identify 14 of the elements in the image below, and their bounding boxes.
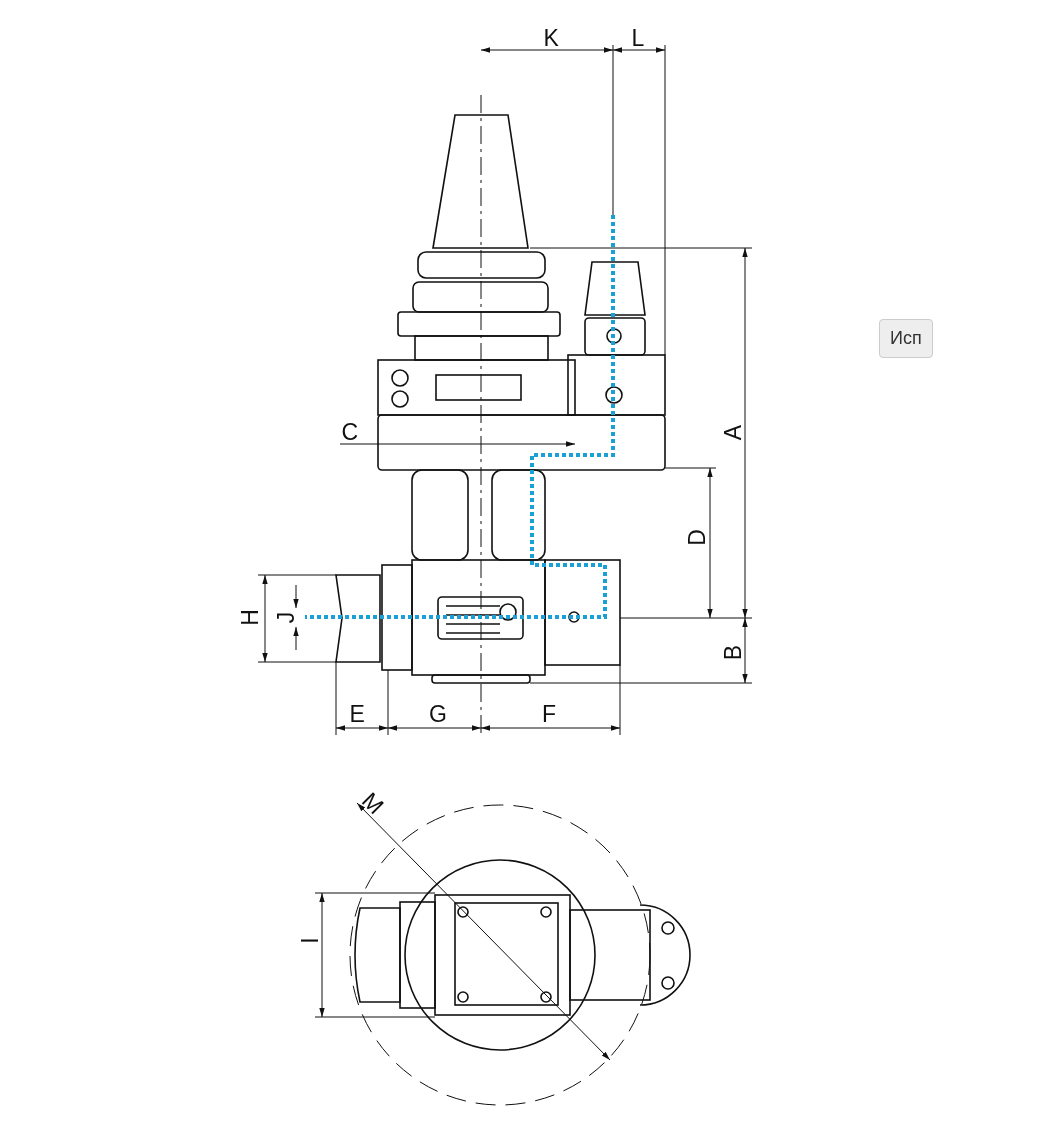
dimension-label: K xyxy=(543,26,559,50)
dimension-label: G xyxy=(429,702,447,726)
action-button: Исп xyxy=(879,318,933,358)
dimension-label: M xyxy=(357,788,387,818)
dimension-label: H xyxy=(238,608,262,626)
dimension-label: J xyxy=(275,611,299,623)
dimension-label: C xyxy=(341,420,359,444)
dimension-label: B xyxy=(721,644,745,660)
dimension-label: A xyxy=(721,424,745,440)
dimension-label: I xyxy=(298,936,322,944)
dimension-label: L xyxy=(631,26,645,50)
dimension-label: E xyxy=(349,702,365,726)
dimension-label: F xyxy=(542,702,557,726)
dimension-label: D xyxy=(685,528,709,546)
